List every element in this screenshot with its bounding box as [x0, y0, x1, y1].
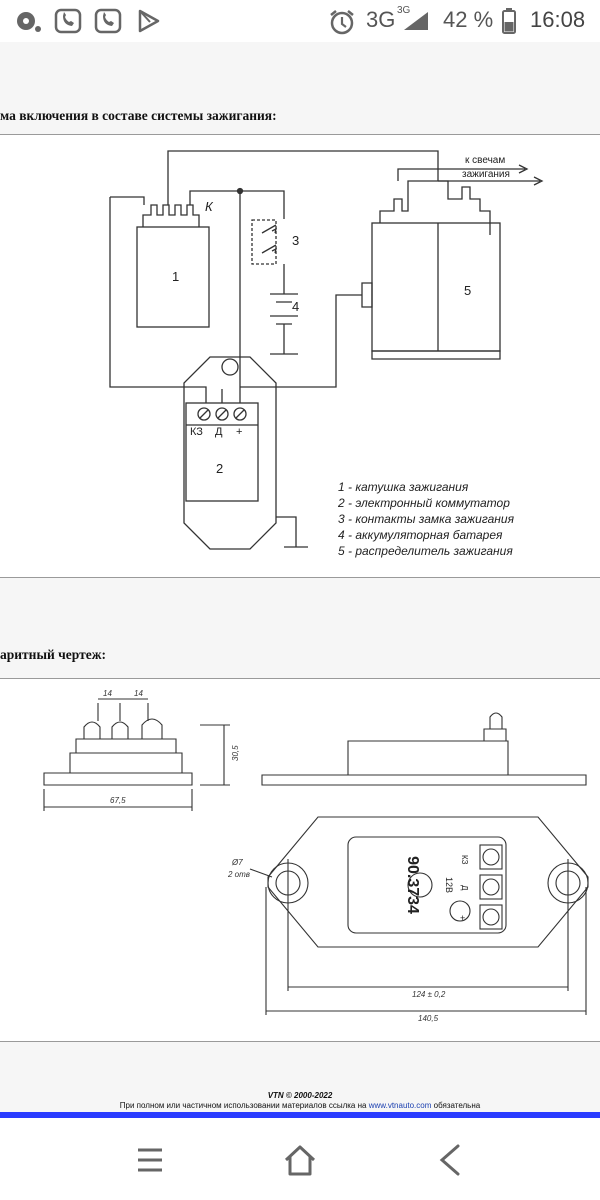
- label-module: 2: [216, 461, 223, 476]
- coil-terminals: [142, 204, 200, 227]
- wiring-diagram: 1 К 3 4 5 2 КЗ Д + к свечам зажигания 1 …: [109, 150, 544, 558]
- section-header-band: [0, 578, 600, 678]
- terminal-plus-label: +: [460, 913, 465, 923]
- clock: 16:08: [530, 7, 586, 32]
- wiring-diagram-panel: 1 К 3 4 5 2 КЗ Д + к свечам зажигания 1 …: [0, 135, 600, 577]
- terminal-kz-label: КЗ: [460, 855, 469, 865]
- dim-hole-spacing: 124 ± 0,2: [412, 990, 446, 999]
- terminal-kz: КЗ: [190, 426, 203, 438]
- ignition-coil: [136, 226, 210, 328]
- legend-item: 3 - контакты замка зажигания: [338, 512, 515, 526]
- label-battery: 4: [292, 299, 299, 314]
- label-to-plugs-2: зажигания: [462, 169, 510, 180]
- status-bar: 3G 3G 42 % 16:08: [0, 0, 600, 42]
- network-type: 3G: [366, 7, 396, 32]
- label-k: К: [205, 199, 214, 214]
- call-icon: [54, 8, 82, 34]
- dimension-drawing: 14 14 30,5 67,5 Ø7 2 отв 124 ± 0,2 140,5…: [43, 689, 589, 1023]
- section-header-band: [0, 42, 600, 134]
- divider: [0, 577, 600, 578]
- home-icon[interactable]: [280, 1140, 320, 1180]
- distributor: [371, 222, 501, 352]
- legend-item: 5 - распределитель зажигания: [338, 544, 513, 558]
- label-plate: [347, 836, 507, 934]
- dim-14: 14: [134, 689, 143, 698]
- ignition-switch: [251, 219, 277, 265]
- copyright: VTN © 2000-2022: [267, 1091, 333, 1100]
- terminal-d: Д: [215, 426, 223, 438]
- divider: [0, 678, 600, 679]
- network-type-sup: 3G: [397, 5, 411, 16]
- signal-icon: [404, 12, 428, 30]
- commutator-module: [185, 402, 259, 502]
- footer-link[interactable]: www.vtnauto.com: [368, 1101, 432, 1110]
- dim-hole-count: 2 отв: [227, 870, 250, 879]
- divider: [0, 134, 600, 135]
- recent-apps-icon[interactable]: [130, 1140, 170, 1180]
- battery-icon: [502, 8, 516, 34]
- battery-percent: 42 %: [443, 7, 494, 32]
- app-icon: [17, 12, 41, 32]
- dim-14: 14: [103, 689, 112, 698]
- model-number: 90.3734: [404, 856, 421, 914]
- terminal-d-label: Д: [460, 885, 469, 891]
- terminal-plus: +: [236, 426, 242, 438]
- label-distributor: 5: [464, 283, 471, 298]
- dim-width: 67,5: [110, 796, 126, 805]
- divider: [0, 1041, 600, 1042]
- dim-height: 30,5: [231, 745, 240, 761]
- section-title-wiring: ма включения в составе системы зажигания…: [0, 108, 277, 123]
- dim-length: 140,5: [418, 1014, 439, 1023]
- label-switch: 3: [292, 233, 299, 248]
- section-title-dimensions: аритный чертеж:: [0, 647, 106, 662]
- label-coil: 1: [172, 269, 179, 284]
- commutator-module-body: [183, 356, 277, 550]
- call-icon: [94, 8, 122, 34]
- footer-band: [0, 1042, 600, 1112]
- play-store-icon: [138, 9, 160, 33]
- footer-notice-prefix: При полном или частичном использовании м…: [119, 1101, 369, 1110]
- alarm-icon: [330, 10, 354, 35]
- dimension-drawing-panel: 14 14 30,5 67,5 Ø7 2 отв 124 ± 0,2 140,5…: [0, 679, 600, 1041]
- footer-notice: При полном или частичном использовании м…: [0, 1101, 600, 1110]
- legend-item: 2 - электронный коммутатор: [337, 496, 510, 510]
- label-to-plugs-1: к свечам: [465, 155, 505, 166]
- accent-bar: [0, 1112, 600, 1118]
- voltage-label: 12В: [444, 877, 454, 893]
- navigation-bar: [0, 1118, 600, 1200]
- dim-hole-dia: Ø7: [231, 858, 243, 867]
- footer-notice-suffix: обязательна: [431, 1101, 481, 1110]
- back-icon[interactable]: [430, 1140, 470, 1180]
- legend-item: 1 - катушка зажигания: [338, 480, 469, 494]
- legend-item: 4 - аккумуляторная батарея: [338, 528, 503, 542]
